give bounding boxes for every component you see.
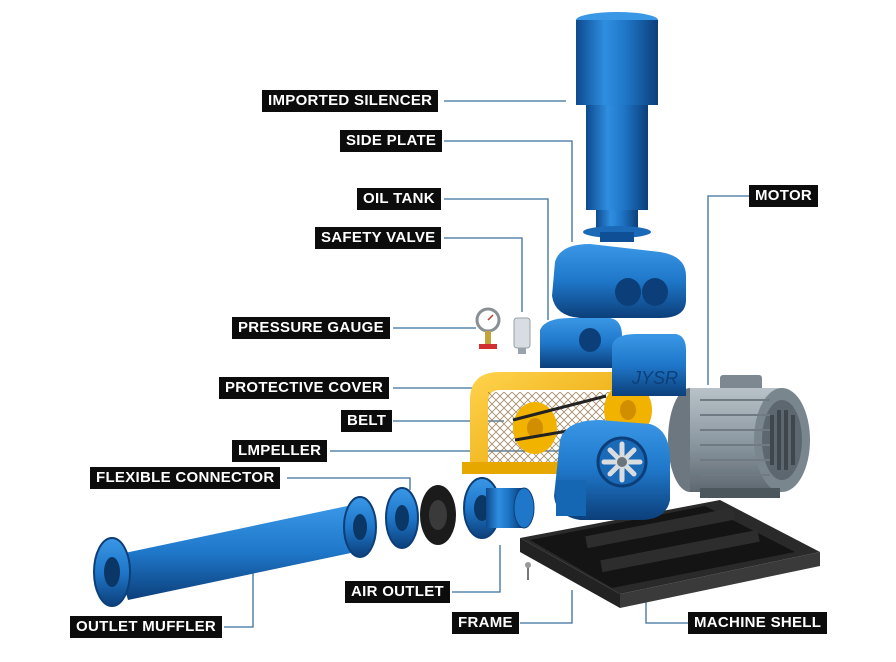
outlet-muffler-shape	[93, 496, 377, 607]
leader-flexible-connector	[287, 477, 411, 490]
leader-safety-valve	[444, 237, 523, 312]
oil-tank-shape: JYSR	[540, 318, 686, 396]
label-outlet-muffler: OUTLET MUFFLER	[70, 616, 223, 638]
leader-motor	[707, 195, 750, 385]
silencer-shape	[576, 12, 658, 242]
label-air-outlet: AIR OUTLET	[345, 581, 450, 603]
leader-frame	[520, 590, 573, 624]
air-outlet-shape	[463, 477, 535, 539]
label-protective-cover: PROTECTIVE COVER	[219, 377, 390, 399]
flexible-connector-shape	[385, 485, 456, 549]
label-flexible-connector: FLEXIBLE CONNECTOR	[90, 467, 281, 489]
brand-mark: JYSR	[631, 368, 678, 388]
label-safety-valve: SAFETY VALVE	[315, 227, 442, 249]
pressure-gauge-shape	[475, 307, 501, 349]
frame-shape	[520, 500, 820, 608]
leader-oil-tank	[444, 198, 549, 320]
label-pressure-gauge: PRESSURE GAUGE	[232, 317, 390, 339]
leader-outlet-muffler	[224, 552, 254, 628]
motor-shape	[668, 375, 810, 498]
leader-side-plate	[444, 140, 573, 242]
label-side-plate: SIDE PLATE	[340, 130, 443, 152]
safety-valve-shape	[513, 317, 531, 354]
label-lmpeller: LMPELLER	[232, 440, 328, 462]
label-machine-shell: MACHINE SHELL	[688, 612, 828, 634]
label-imported-silencer: IMPORTED SILENCER	[262, 90, 439, 112]
label-oil-tank: OIL TANK	[357, 188, 441, 210]
machine-shell-shape	[554, 420, 670, 520]
label-motor: MOTOR	[749, 185, 819, 207]
side-plate-shape	[552, 244, 686, 318]
label-frame: FRAME	[452, 612, 519, 634]
label-belt: BELT	[341, 410, 393, 432]
leader-air-outlet	[452, 545, 501, 593]
